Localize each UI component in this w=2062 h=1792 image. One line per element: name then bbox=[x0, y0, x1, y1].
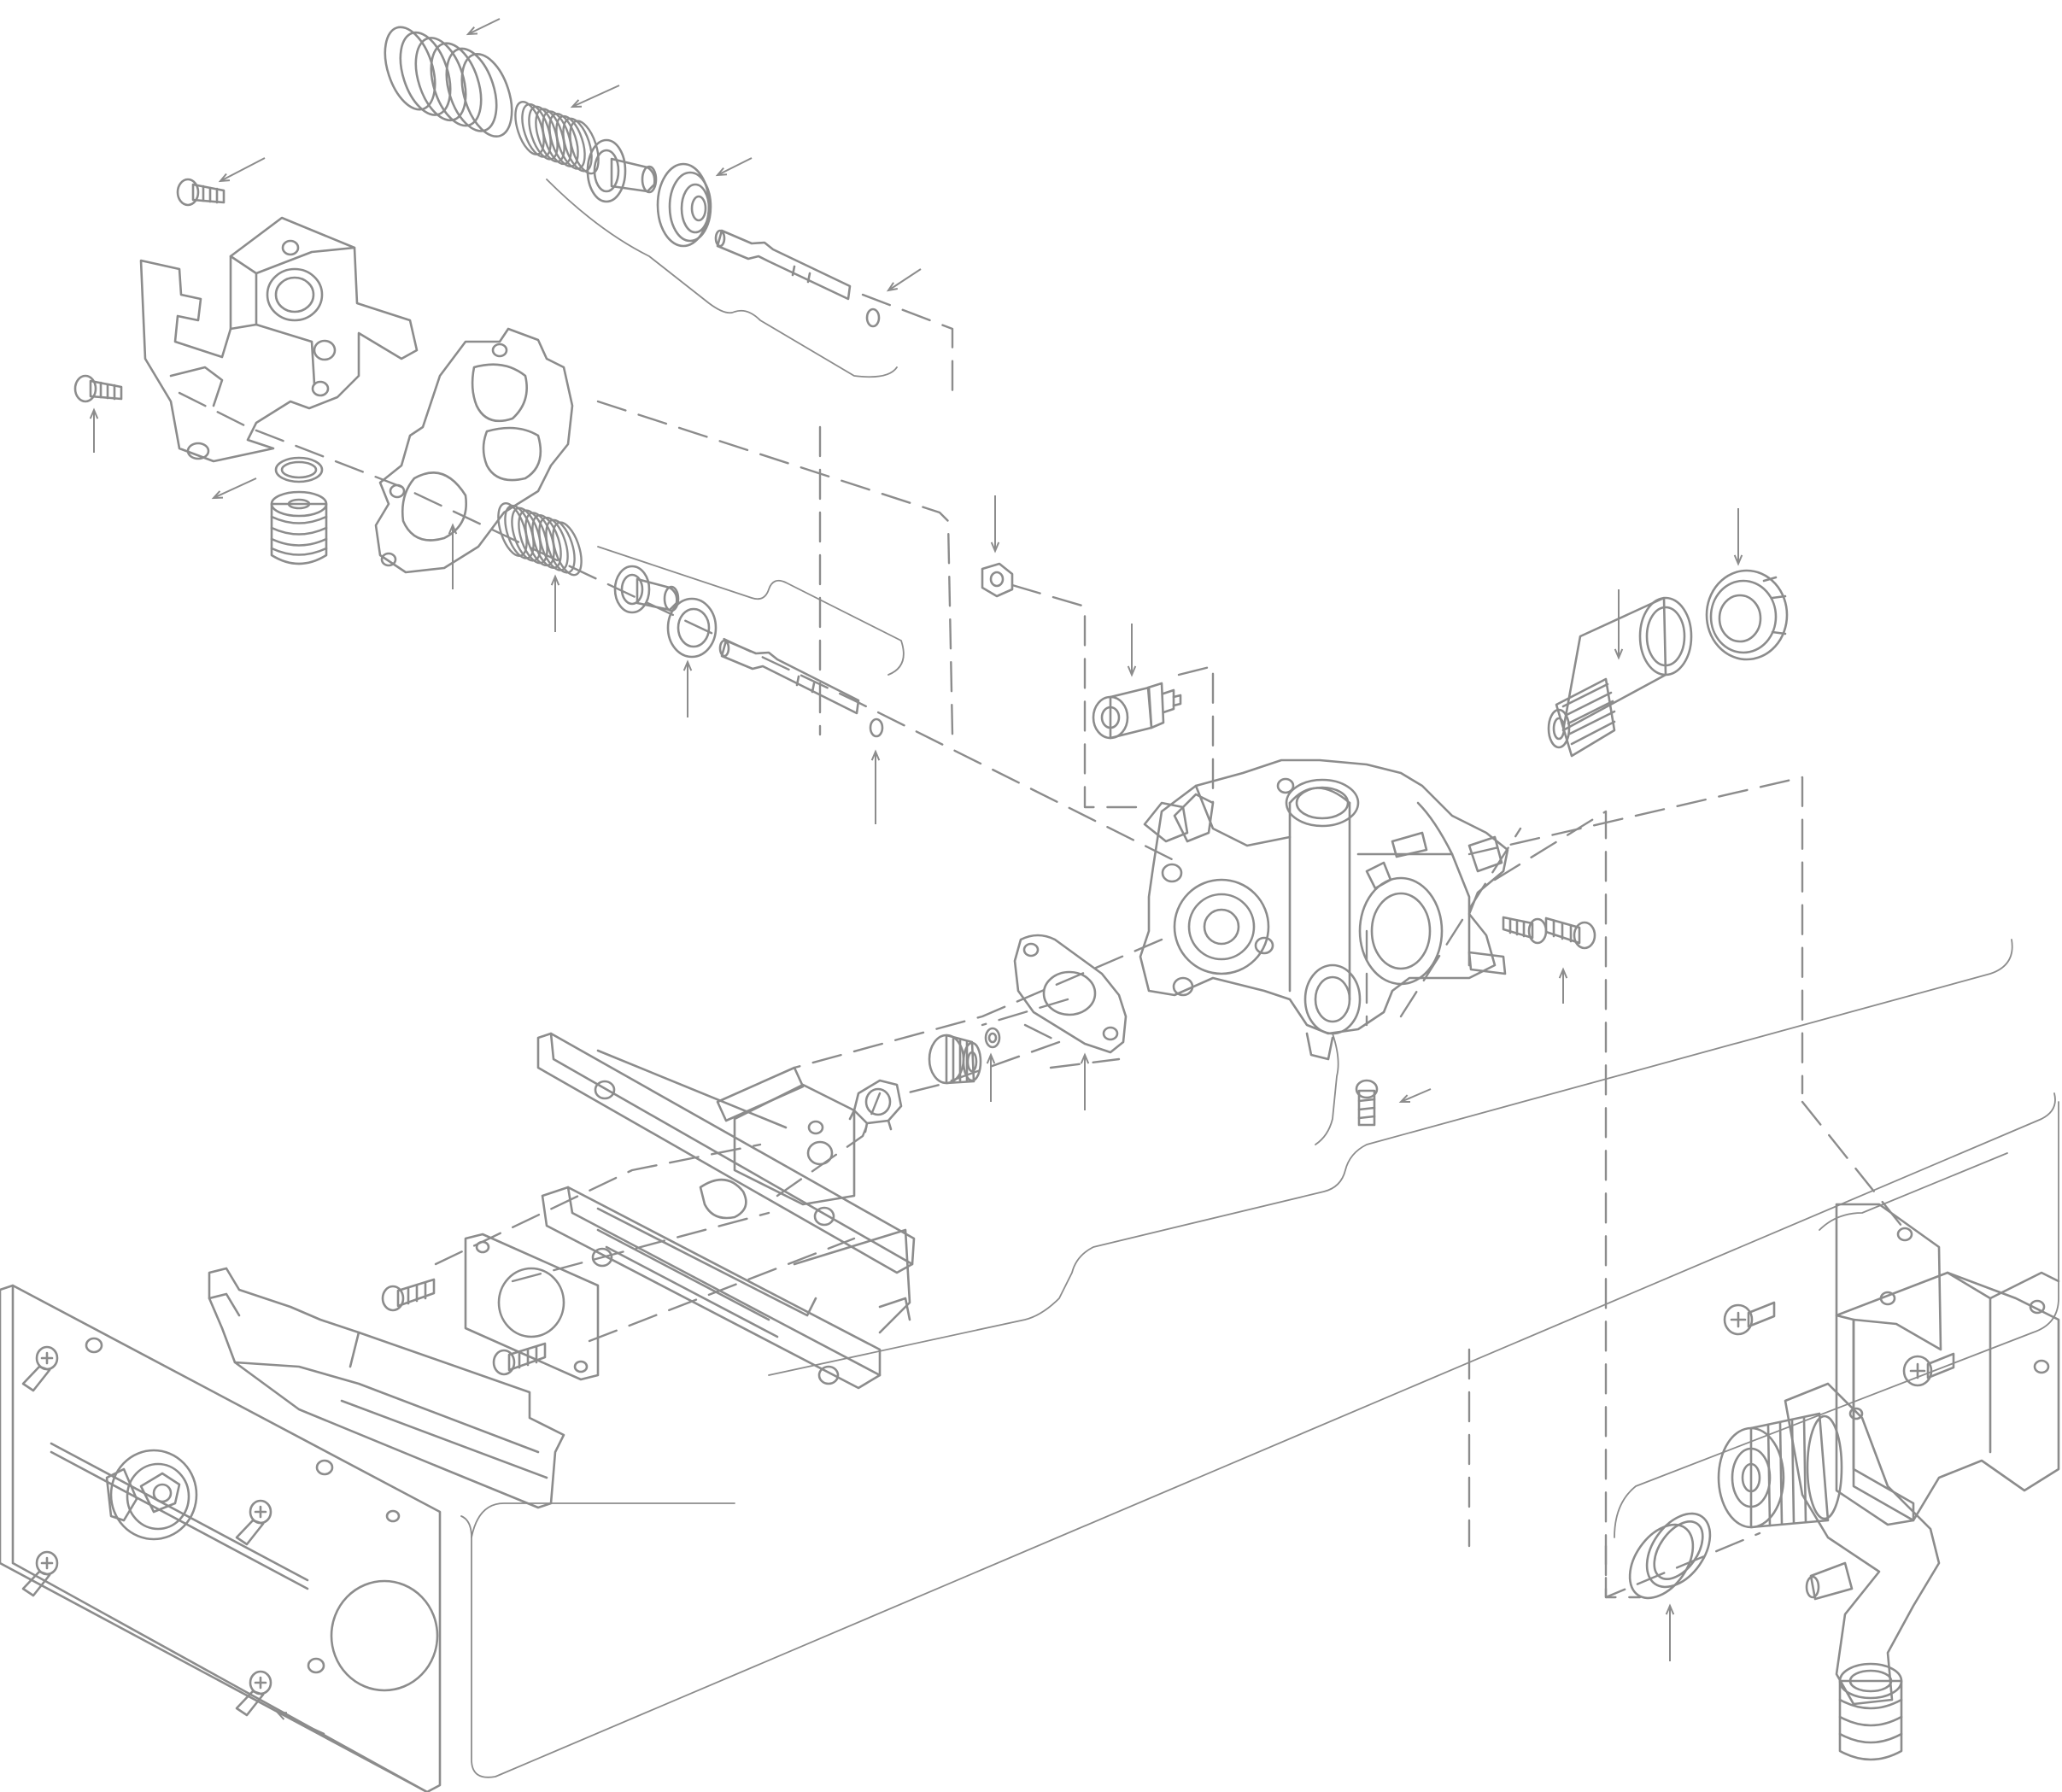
spring-coil bbox=[569, 120, 600, 175]
spring-coil bbox=[460, 52, 513, 138]
spring-seat-icon bbox=[613, 565, 680, 614]
screw-icon bbox=[73, 374, 123, 403]
cup-seal-icon bbox=[666, 597, 718, 659]
mounting-bracket-icon bbox=[139, 216, 419, 463]
small-spring-icon bbox=[514, 101, 600, 175]
arrowhead bbox=[1733, 554, 1743, 566]
screw-icon bbox=[235, 1499, 272, 1546]
control-lever-icon bbox=[208, 1267, 565, 1509]
knob-icon bbox=[105, 1449, 198, 1541]
screw-icon bbox=[176, 178, 226, 207]
arrowhead bbox=[990, 542, 1000, 553]
valve-stem-icon bbox=[714, 229, 852, 301]
o-ring-icon bbox=[865, 307, 881, 328]
screw-icon bbox=[492, 1342, 547, 1376]
assembly-lines bbox=[178, 293, 1907, 1599]
o-ring-icon bbox=[274, 456, 324, 483]
screw-icon bbox=[1544, 916, 1596, 950]
arrowhead bbox=[682, 659, 693, 671]
threaded-plug-icon bbox=[1717, 1412, 1843, 1529]
gasket-icon bbox=[464, 1233, 600, 1381]
arrowhead bbox=[89, 407, 99, 419]
wall-bracket-icon bbox=[1835, 1203, 2060, 1526]
spring-coil bbox=[552, 521, 583, 577]
gasket-icon bbox=[1013, 934, 1128, 1054]
threaded-plug-icon bbox=[270, 490, 328, 565]
arrowhead bbox=[1080, 1052, 1090, 1064]
o-ring-icon bbox=[869, 717, 884, 738]
valve-body-icon bbox=[1139, 758, 1509, 1061]
valve-stem-icon bbox=[718, 639, 860, 715]
arrowhead bbox=[218, 173, 231, 183]
leader-line bbox=[887, 268, 922, 291]
arrowhead bbox=[986, 1052, 996, 1064]
spring-seat-icon bbox=[586, 138, 658, 203]
arrowhead bbox=[870, 749, 881, 761]
cartridge-icon bbox=[1547, 596, 1693, 758]
arrowhead bbox=[1127, 665, 1137, 677]
group-outline-top-cartridge bbox=[546, 179, 905, 676]
slide-plate-icon bbox=[536, 1032, 916, 1390]
gasket-icon bbox=[374, 327, 574, 574]
leader-line bbox=[717, 157, 753, 176]
arrowhead bbox=[550, 574, 560, 586]
arrowhead bbox=[466, 26, 478, 36]
arrowhead bbox=[886, 282, 899, 292]
sensor-fitting-icon bbox=[848, 1079, 903, 1133]
screw-icon bbox=[381, 1278, 436, 1312]
screw-icon bbox=[1902, 1352, 1955, 1387]
screw-icon bbox=[235, 1670, 272, 1717]
hex-nut-icon bbox=[984, 1027, 1001, 1049]
arrowhead bbox=[570, 99, 583, 108]
large-spring-icon bbox=[384, 26, 513, 138]
screw-icon bbox=[1502, 916, 1548, 945]
outlet-elbow-icon bbox=[1784, 1382, 1941, 1761]
leader-line bbox=[1400, 1088, 1432, 1103]
arrowhead bbox=[1398, 1094, 1411, 1104]
arrowhead bbox=[1614, 648, 1624, 660]
sensor-fitting-icon bbox=[1092, 682, 1182, 740]
group-outline-face-plate bbox=[460, 1092, 2056, 1778]
screw-icon bbox=[1723, 1301, 1776, 1336]
arrowhead bbox=[211, 490, 224, 500]
leader-line bbox=[213, 477, 257, 499]
screw-icon bbox=[21, 1550, 59, 1597]
leader-line bbox=[467, 18, 501, 35]
screw-icon bbox=[21, 1345, 59, 1392]
group-outline-outlet bbox=[1614, 1101, 2059, 1538]
leader-line bbox=[571, 85, 620, 108]
small-spring-icon bbox=[497, 502, 583, 577]
threaded-plug-icon bbox=[928, 1034, 982, 1085]
arrowhead bbox=[1665, 1603, 1675, 1615]
leader-line bbox=[220, 157, 266, 182]
o-ring-icon bbox=[1628, 1512, 1712, 1600]
leader-arrows bbox=[89, 18, 1743, 1735]
face-plate-icon bbox=[0, 1284, 442, 1792]
bushing-icon bbox=[1705, 569, 1789, 661]
cup-seal-icon bbox=[656, 162, 712, 248]
arrowhead bbox=[1558, 967, 1568, 979]
group-outline-valve-body bbox=[768, 939, 2013, 1376]
screw-icon bbox=[1355, 1079, 1379, 1127]
hex-nut-icon bbox=[981, 562, 1014, 598]
arrowhead bbox=[715, 167, 728, 177]
